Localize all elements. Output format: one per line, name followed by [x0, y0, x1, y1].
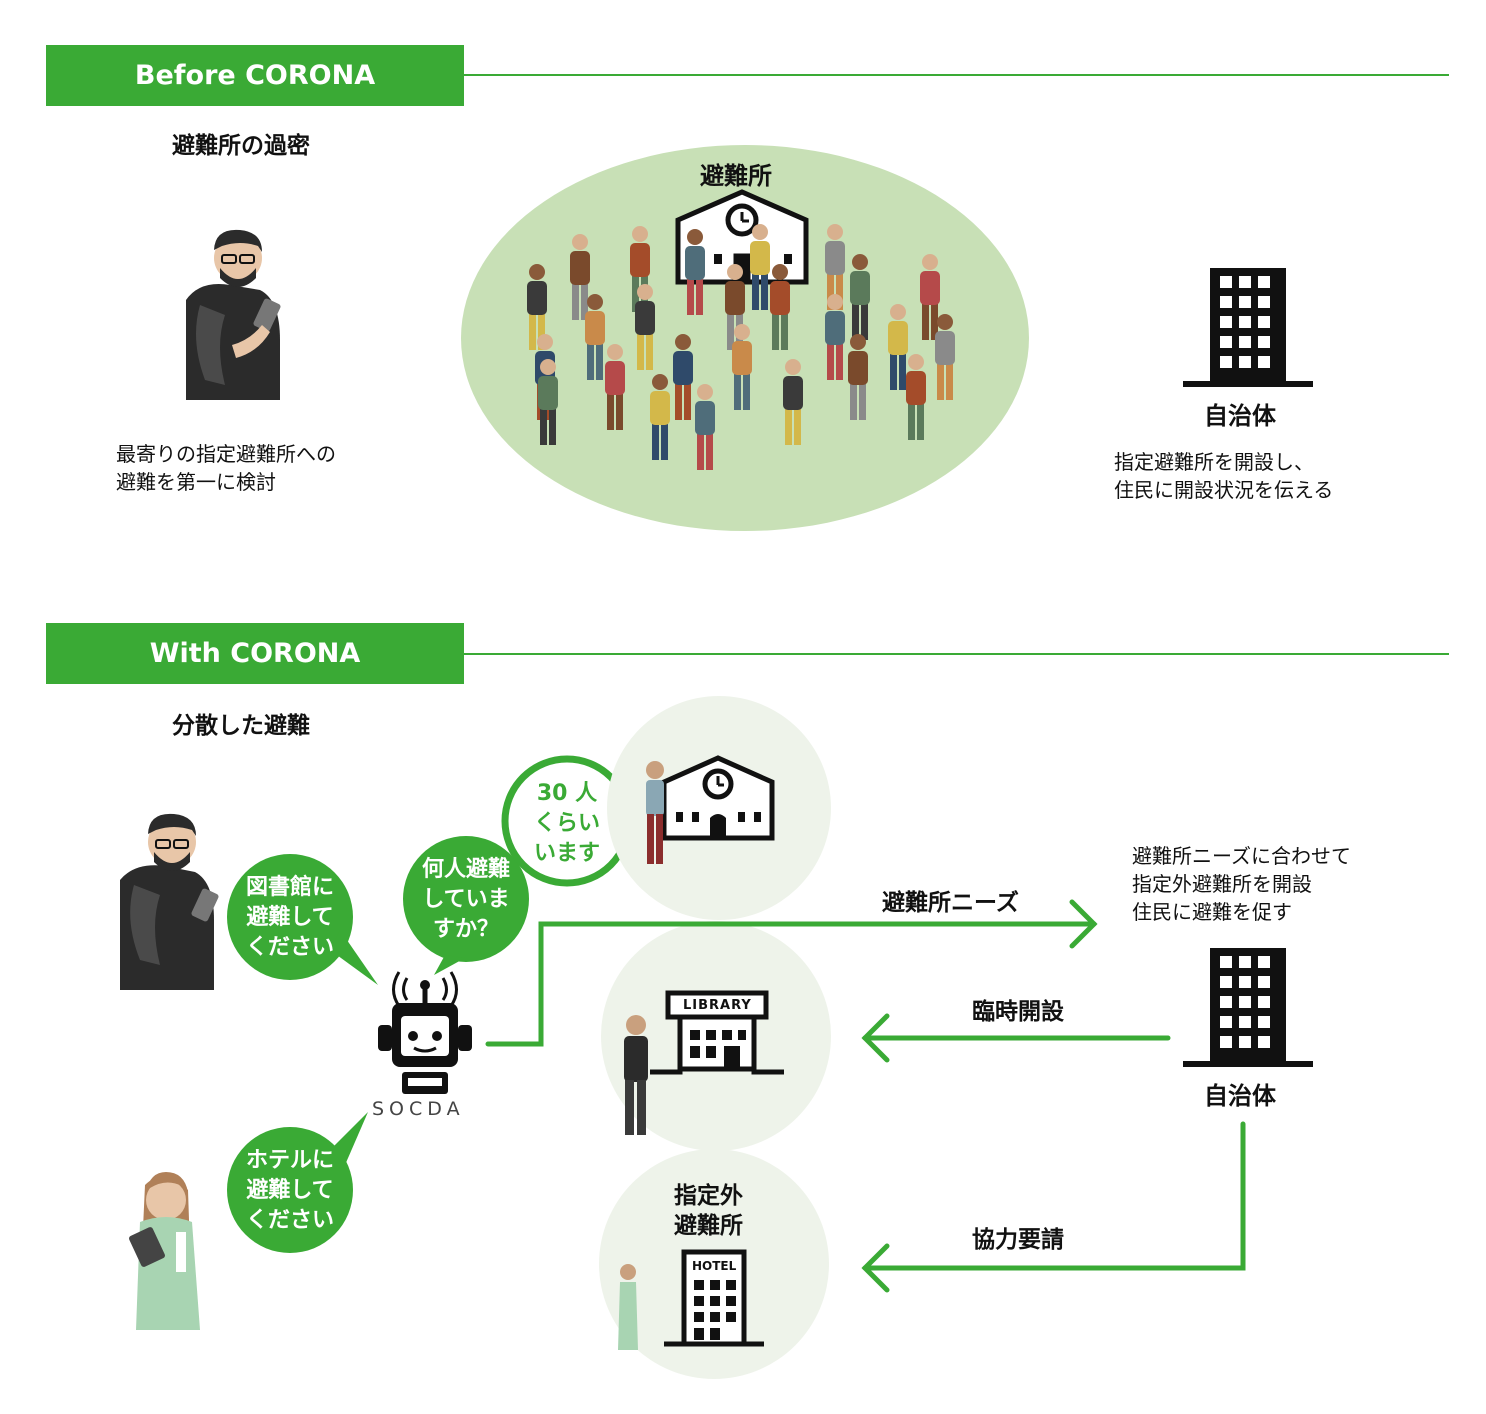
- crowd-person-icon: [783, 359, 803, 445]
- bubble-question-line3: すか？: [432, 917, 499, 942]
- bubble-answer-line3: います: [533, 841, 600, 866]
- crowd-people-icons: [527, 224, 955, 470]
- bubble-hotel-text: ホテルに 避難して ください: [227, 1146, 353, 1236]
- bubble-answer-line1: 30 人: [536, 781, 598, 806]
- arrow-needs: [485, 899, 1098, 1047]
- robot-icon: [378, 971, 472, 1094]
- hotel-icon: [664, 1249, 764, 1347]
- government-building-icon-2: [1183, 948, 1313, 1067]
- arrow-temp-label: 臨時開設: [972, 999, 1064, 1025]
- crowd-person-icon: [825, 294, 845, 380]
- bubble-library-line2: 避難して: [246, 905, 334, 930]
- arrow-cooperation-request: [861, 1121, 1246, 1293]
- library-sign: LIBRARY: [683, 998, 752, 1013]
- bubble-hotel-line1: ホテルに: [245, 1148, 334, 1173]
- header-rule-2: [464, 653, 1449, 655]
- crowd-person-icon: [673, 334, 693, 420]
- gov-label-before: 自治体: [1204, 402, 1276, 430]
- crowd-person-icon: [825, 224, 845, 310]
- bubble-hotel-line2: 避難して: [246, 1178, 334, 1203]
- crowd-person-icon: [685, 229, 705, 315]
- shelter-label: 避難所: [700, 162, 772, 190]
- bubble-answer-text: 30 人 くらい います: [505, 779, 629, 869]
- designated-outside-line1: 指定外: [674, 1183, 743, 1209]
- designated-outside-label: 指定外 避難所: [674, 1181, 743, 1241]
- gov-before-text-line1: 指定避難所を開設し、: [1114, 450, 1314, 474]
- with-corona-header: With CORONA: [46, 623, 464, 684]
- header-rule: [464, 74, 1449, 76]
- crowd-person-icon: [770, 264, 790, 350]
- arrow-needs-label: 避難所ニーズ: [882, 890, 1019, 916]
- arrow-coop-label: 協力要請: [972, 1227, 1064, 1253]
- crowd-person-icon: [906, 354, 926, 440]
- person-at-school-icon: [646, 761, 664, 864]
- crowd-person-icon: [570, 234, 590, 320]
- robot-label: SOCDA: [372, 1098, 465, 1120]
- bubble-library-shape: [227, 854, 378, 985]
- resident-before-text-line1: 最寄りの指定避難所への: [116, 442, 336, 466]
- school-icon: [675, 189, 809, 285]
- bubble-question-line1: 何人避難: [421, 857, 510, 882]
- bubble-question-shape: [403, 836, 529, 975]
- crowd-person-icon: [650, 374, 670, 460]
- person-at-hotel-icon: [618, 1264, 638, 1350]
- crowd-person-icon: [695, 384, 715, 470]
- crowd-person-icon: [848, 334, 868, 420]
- crowd-person-icon: [935, 314, 955, 400]
- bubble-question-line2: していま: [422, 887, 510, 912]
- gov-with-text-line2: 指定外避難所を開設: [1132, 872, 1312, 896]
- before-corona-header: Before CORONA: [46, 45, 464, 106]
- gov-with-text-line3: 住民に避難を促す: [1132, 900, 1292, 924]
- crowd-person-icon: [527, 264, 547, 350]
- bubble-library-text: 図書館に 避難して ください: [227, 873, 353, 963]
- bubble-answer-line2: くらい: [533, 811, 600, 836]
- school-icon-2: [661, 755, 775, 841]
- bubble-library-line3: ください: [245, 935, 334, 960]
- crowd-person-icon: [605, 344, 625, 430]
- crowd-person-icon: [850, 254, 870, 340]
- resident-man-icon: [186, 229, 281, 400]
- crowd-person-icon: [732, 324, 752, 410]
- gov-label-with: 自治体: [1204, 1082, 1276, 1110]
- person-at-library-icon: [624, 1015, 648, 1135]
- with-subtitle: 分散した避難: [172, 713, 310, 739]
- crowd-person-icon: [920, 254, 940, 340]
- government-building-icon: [1183, 268, 1313, 387]
- crowd-person-icon: [635, 284, 655, 370]
- hotel-sign: HOTEL: [692, 1259, 737, 1273]
- resident-before-text-line2: 避難を第一に検討: [116, 470, 276, 494]
- bubble-library-line1: 図書館に: [245, 875, 334, 900]
- library-icon: [650, 990, 784, 1075]
- bubble-hotel-shape: [227, 1112, 368, 1253]
- before-subtitle: 避難所の過密: [172, 133, 310, 159]
- resident-woman-icon: [129, 1172, 200, 1330]
- crowd-person-icon: [750, 224, 770, 310]
- arrow-temporary-open: [861, 1013, 1171, 1063]
- gov-before-text-line2: 住民に開設状況を伝える: [1114, 478, 1334, 502]
- crowd-person-icon: [538, 359, 558, 445]
- resident-man-icon-2: [120, 813, 219, 990]
- bubble-hotel-line3: ください: [245, 1208, 334, 1233]
- crowd-person-icon: [585, 294, 605, 380]
- crowd-person-icon: [888, 304, 908, 390]
- designated-outside-line2: 避難所: [674, 1213, 743, 1239]
- bubble-question-text: 何人避難 していま すか？: [403, 855, 529, 945]
- gov-with-text-line1: 避難所ニーズに合わせて: [1132, 844, 1351, 868]
